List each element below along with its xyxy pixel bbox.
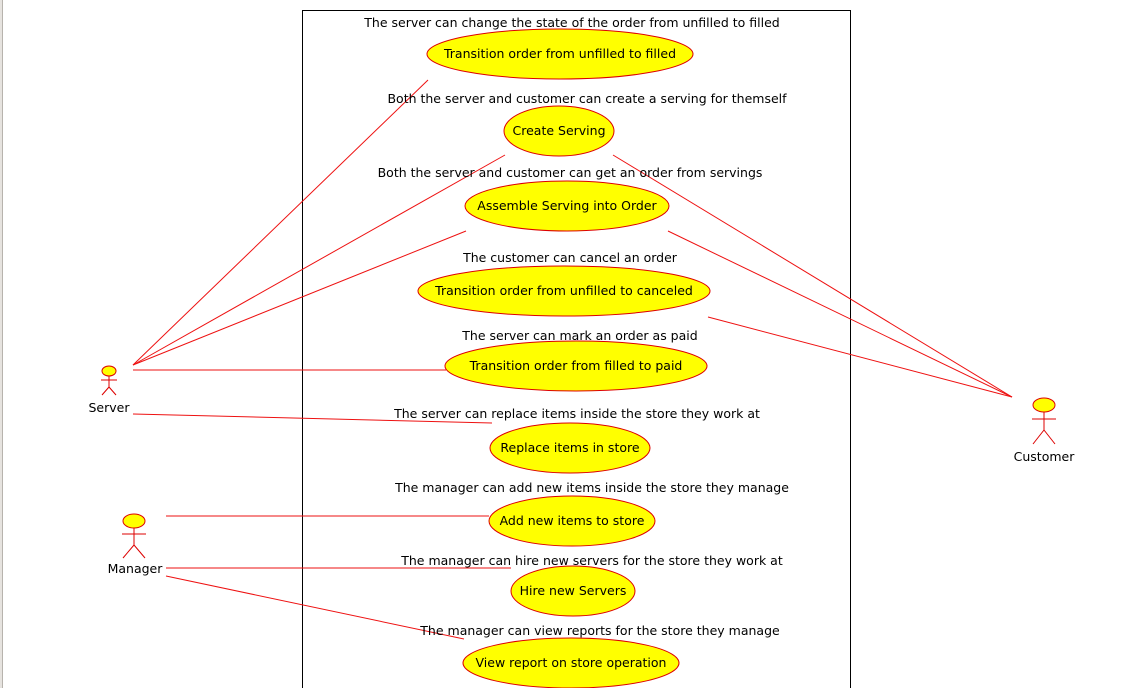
use-case-note: The manager can view reports for the sto… — [419, 623, 780, 638]
use-case-label: Transition order from unfilled to cancel… — [434, 283, 693, 298]
association-customer-uc2 — [612, 154, 1013, 398]
actor-label: Manager — [108, 561, 164, 576]
stick-figure-icon — [1032, 397, 1056, 445]
associations — [132, 79, 1013, 640]
use-case-ellipse — [417, 265, 711, 317]
use-case-transition-filled-to-paid[interactable]: The server can mark an order as paid Tra… — [444, 328, 708, 392]
use-case-label: Add new items to store — [500, 513, 645, 528]
association-manager-uc9 — [165, 575, 465, 640]
use-case-ellipse — [464, 180, 670, 232]
use-case-ellipse — [503, 105, 615, 157]
use-case-label: View report on store operation — [476, 655, 667, 670]
actor-label: Server — [89, 400, 131, 415]
actor-server[interactable]: Server — [89, 365, 131, 415]
use-case-note: The manager can hire new servers for the… — [400, 553, 783, 568]
use-case-note: Both the server and customer can create … — [387, 91, 787, 106]
use-case-label: Assemble Serving into Order — [477, 198, 657, 213]
use-case-ellipse — [510, 565, 636, 617]
use-case-ellipse — [444, 340, 708, 392]
actor-label: Customer — [1014, 449, 1076, 464]
use-case-note: The server can change the state of the o… — [363, 15, 779, 30]
association-server-uc3 — [132, 230, 467, 366]
use-case-ellipse — [426, 28, 694, 80]
use-case-note: Both the server and customer can get an … — [378, 165, 763, 180]
use-case-note: The manager can add new items inside the… — [394, 480, 789, 495]
use-case-label: Replace items in store — [500, 440, 639, 455]
use-case-note: The customer can cancel an order — [462, 250, 678, 265]
stick-figure-icon — [101, 365, 117, 396]
use-case-transition-unfilled-to-canceled[interactable]: The customer can cancel an order Transit… — [417, 250, 711, 317]
use-case-transition-unfilled-to-filled[interactable]: The server can change the state of the o… — [363, 15, 780, 80]
actor-manager[interactable]: Manager — [108, 513, 164, 576]
use-case-note: The server can replace items inside the … — [393, 406, 760, 421]
use-case-create-serving[interactable]: Both the server and customer can create … — [387, 91, 787, 157]
use-case-label: Create Serving — [513, 123, 606, 138]
stick-figure-icon — [122, 513, 146, 559]
association-server-uc2 — [132, 154, 506, 366]
window-edge — [0, 0, 3, 688]
association-server-uc6 — [132, 413, 493, 424]
use-case-label: Transition order from unfilled to filled — [443, 46, 676, 61]
use-case-label: Hire new Servers — [520, 583, 627, 598]
use-case-ellipse — [462, 637, 680, 688]
use-case-add-new-items[interactable]: The manager can add new items inside the… — [394, 480, 789, 547]
association-customer-uc4 — [707, 316, 1013, 398]
use-case-hire-new-servers[interactable]: The manager can hire new servers for the… — [400, 553, 783, 617]
use-case-ellipse — [489, 422, 651, 474]
use-case-label: Transition order from filled to paid — [469, 358, 683, 373]
use-case-view-report[interactable]: The manager can view reports for the sto… — [419, 623, 780, 688]
system-boundary — [302, 10, 851, 688]
use-case-note: The server can mark an order as paid — [461, 328, 697, 343]
use-case-replace-items[interactable]: The server can replace items inside the … — [393, 406, 760, 474]
use-case-ellipse — [488, 495, 656, 547]
use-case-assemble-serving[interactable]: Both the server and customer can get an … — [378, 165, 763, 232]
association-server-uc1 — [132, 79, 429, 366]
association-customer-uc3 — [667, 230, 1013, 398]
actor-customer[interactable]: Customer — [1014, 397, 1076, 464]
